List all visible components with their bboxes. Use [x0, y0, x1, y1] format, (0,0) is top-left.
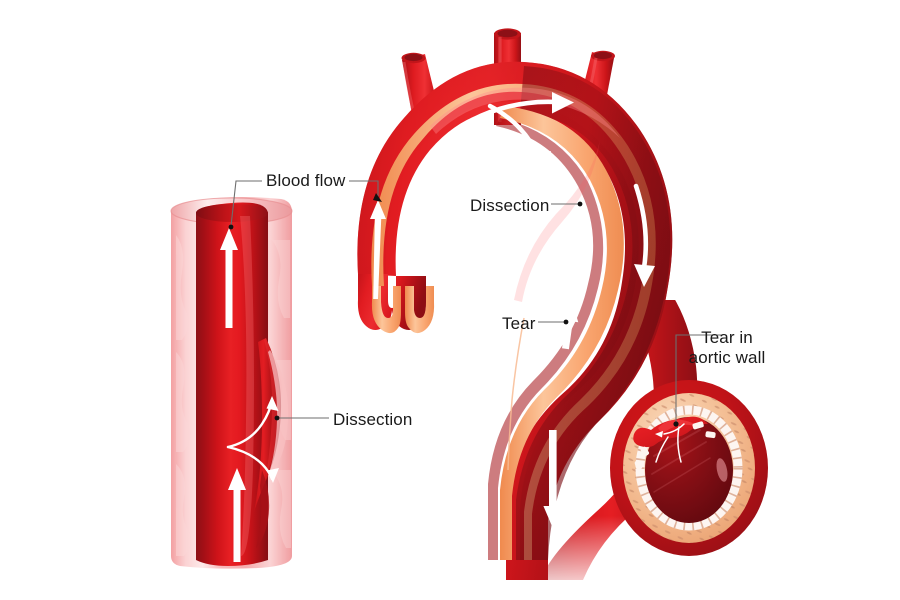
- flow-arrow-up-top: [220, 228, 238, 328]
- leader-tear-aortic-wall: [675, 334, 723, 424]
- arrowhead-blood-flow-right: [373, 193, 382, 202]
- aortic-arch-diagram: [357, 28, 698, 580]
- dot-tear-aortic-wall: [673, 421, 679, 427]
- dissection-arrowheads-left: [266, 396, 279, 483]
- dot-dissection-left: [274, 415, 280, 421]
- label-tear: Tear: [502, 314, 536, 333]
- label-blood-flow: Blood flow: [266, 171, 346, 190]
- label-tear-in-aortic-wall-line1: Tear in: [701, 328, 753, 347]
- dot-tear: [563, 319, 569, 325]
- leader-blood-flow-left: [230, 180, 262, 227]
- xs-lumen: [645, 417, 733, 523]
- blood-flow-arrows-arch: [370, 92, 655, 528]
- vessel-lumen: [196, 202, 268, 566]
- label-tear-in-aortic-wall: Tear in aortic wall: [679, 328, 775, 368]
- arch-specular-highlight: [430, 87, 620, 138]
- left-vessel-longitudinal-section: [170, 197, 293, 569]
- blood-flow-arrows-left: [220, 228, 246, 562]
- flow-arrow-descending-outer: [633, 183, 655, 287]
- flow-arrow-ascending: [370, 200, 386, 299]
- label-tear-in-aortic-wall-line2: aortic wall: [688, 348, 766, 368]
- leader-blood-flow-right: [349, 180, 379, 196]
- intimal-flap-arch: [488, 106, 624, 560]
- tear-line-arch: [507, 317, 525, 471]
- tear-broken-endothelium: [634, 421, 716, 470]
- aortic-wall-cross-section: [610, 380, 768, 556]
- label-dissection-arch: Dissection: [470, 196, 550, 215]
- leader-dots: [228, 193, 679, 427]
- label-dissection-left-vessel: Dissection: [333, 410, 413, 429]
- tear-flow-arrows: [655, 423, 685, 463]
- flow-arrow-up-bottom: [228, 468, 246, 562]
- label-leader-lines: [230, 180, 723, 424]
- flow-arrow-descending-long: [543, 430, 563, 528]
- dot-blood-flow: [228, 224, 234, 230]
- lumen-highlight: [240, 216, 254, 556]
- tear-in-aortic-wall: [633, 416, 716, 470]
- intimal-lining-stripe: [371, 83, 656, 561]
- flow-arrow-false-lumen: [560, 300, 579, 350]
- flow-arrow-arch-top: [469, 92, 574, 123]
- dot-dissection-arch: [577, 201, 583, 207]
- flow-arrow-dissection-entry: [487, 103, 551, 174]
- xs-lumen-specular: [716, 458, 728, 482]
- true-lumen-highlight: [514, 140, 600, 302]
